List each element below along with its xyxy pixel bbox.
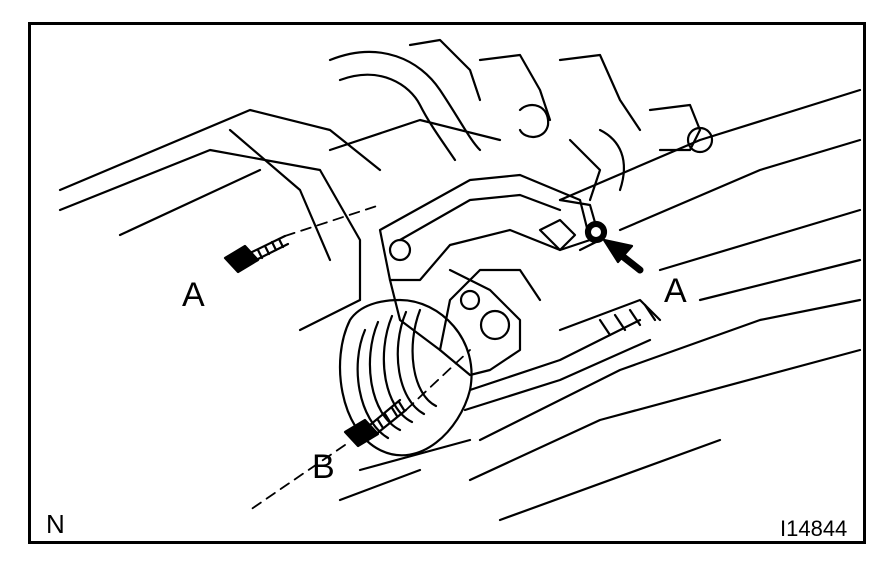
compressor-pulley	[338, 298, 662, 457]
engine-body-outline	[58, 88, 862, 522]
bolt-a-right	[584, 220, 608, 244]
mount-bracket	[378, 173, 602, 377]
bolt-b	[343, 398, 408, 448]
arrow-icon	[602, 238, 644, 274]
corner-mark: N	[46, 509, 65, 539]
hose-assembly	[328, 38, 714, 202]
label-bolt-b: B	[312, 448, 335, 486]
figure-id: I14844	[780, 516, 848, 541]
alignment-dashes	[249, 204, 471, 511]
bolt-a-left	[223, 234, 290, 274]
figure-frame	[28, 22, 866, 544]
label-bolt-a-right: A	[664, 272, 687, 310]
label-bolt-a-left: A	[182, 276, 205, 314]
